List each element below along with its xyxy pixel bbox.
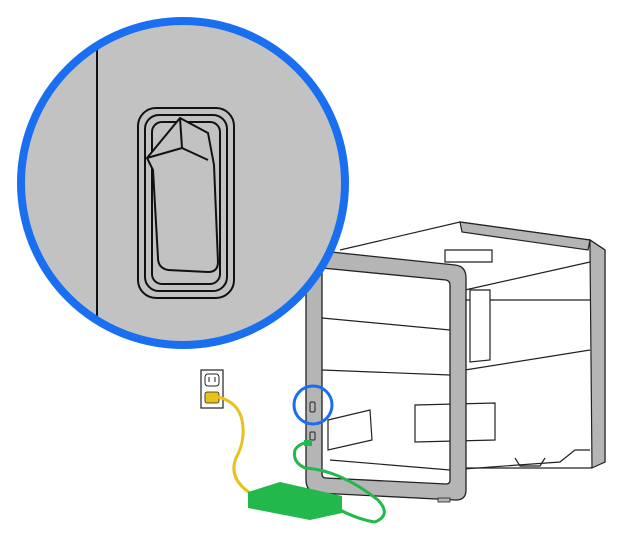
rocker-switch-icon[interactable]: [137, 107, 235, 299]
plug: [204, 391, 220, 404]
power-port: [309, 431, 316, 441]
switch-zoom-callout: [17, 17, 349, 349]
power-cable: [217, 395, 251, 495]
power-switch-small[interactable]: [309, 401, 316, 413]
wall-outlet-icon: [200, 369, 224, 409]
adapter-cable: [293, 441, 386, 524]
switch-callout-ring: [292, 384, 334, 426]
dc-plug: [304, 440, 312, 446]
power-adapter-icon: [248, 482, 342, 520]
